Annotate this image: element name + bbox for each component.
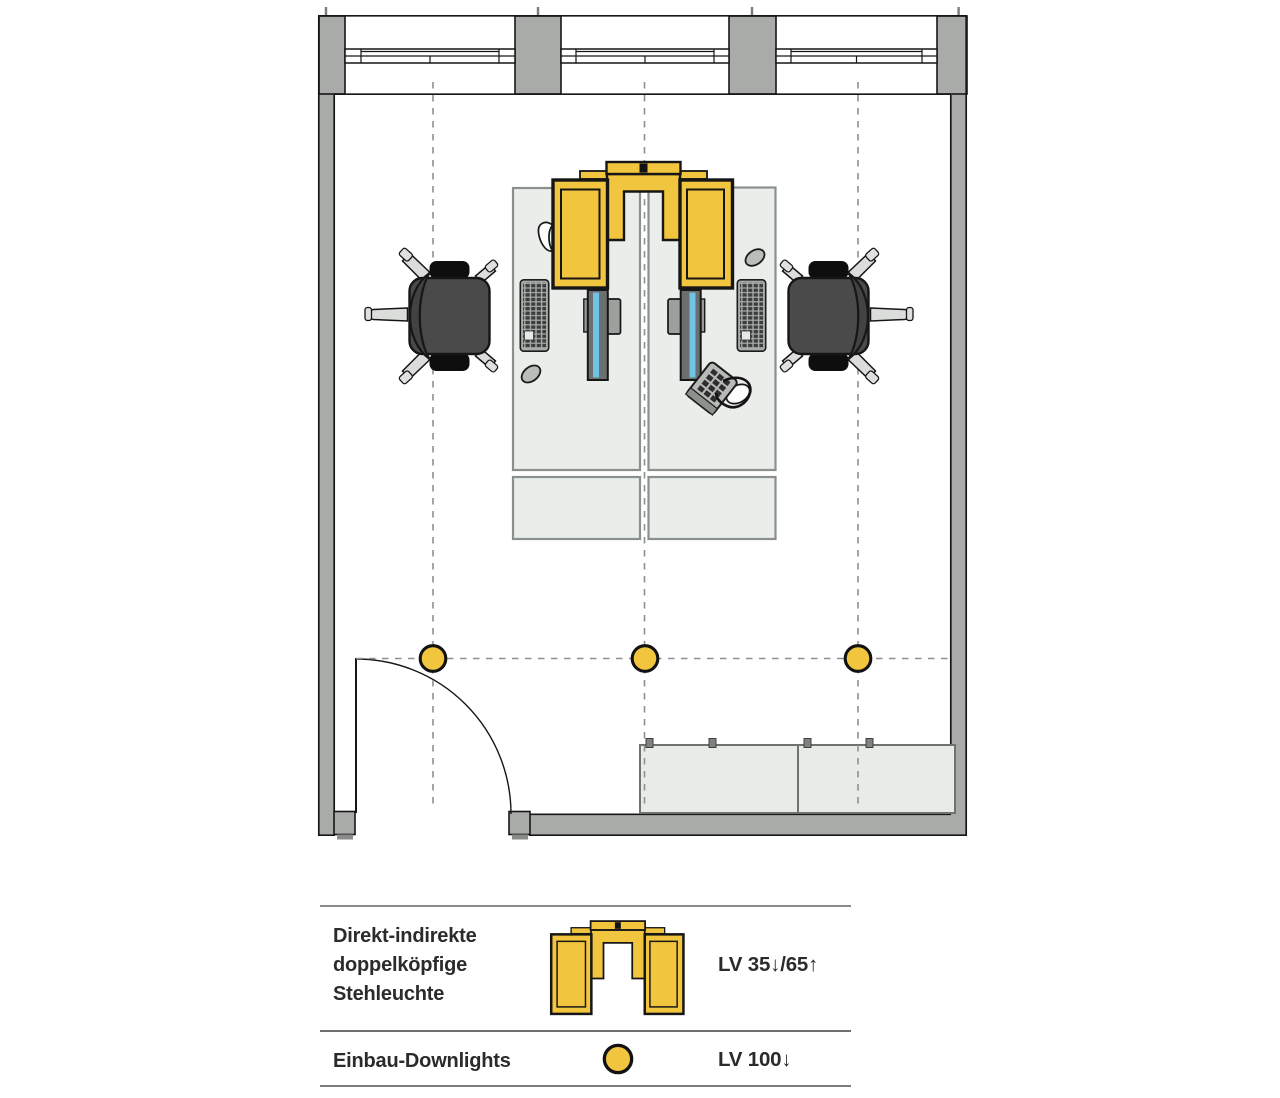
axis-ticks (324, 7, 960, 16)
window-bay-1 (344, 48, 516, 64)
legend-divider-middle (320, 1030, 851, 1033)
cabinet (797, 744, 956, 814)
mouse-left (520, 364, 542, 384)
door-swing-arc (355, 658, 512, 815)
workstations (511, 186, 777, 541)
window-pillar (318, 15, 346, 95)
legend-label-downlights: Einbau-Downlights (333, 1050, 511, 1072)
desk-return-left (511, 475, 642, 541)
desk-return-right (647, 475, 777, 541)
stehleuchte (551, 160, 735, 290)
walls (317, 7, 968, 837)
door-jamb (333, 810, 356, 836)
door-jamb (508, 810, 531, 836)
wall-bottom (529, 813, 967, 836)
cabinet-hinge (645, 738, 654, 748)
phone-keypad (697, 368, 731, 403)
keyboard-right (736, 279, 767, 352)
mouse-right (744, 248, 766, 267)
downlight-3 (843, 644, 873, 673)
window-bay-2 (560, 48, 730, 64)
cabinet (639, 744, 799, 814)
window-pillar (728, 15, 777, 95)
wall-outlines (317, 14, 968, 837)
stehleuchte-legend-icon (549, 919, 685, 1016)
wall-right (951, 16, 967, 836)
cabinet-hinge (803, 738, 812, 748)
door (333, 658, 531, 840)
cabinet-hinge (865, 738, 874, 748)
legend-value-downlights: LV 100↓ (718, 1048, 792, 1071)
downlight-legend-icon (602, 1043, 634, 1075)
chair-left (363, 246, 500, 386)
keyboard-left (519, 279, 550, 352)
telephone (684, 361, 752, 416)
door-stop (512, 834, 528, 840)
phone-front (684, 386, 719, 416)
cabinet-hinge (708, 738, 717, 748)
wall-left (318, 16, 334, 836)
headset (537, 221, 554, 252)
legend: Direkt-indirekte doppelköpfige Stehleuch… (320, 905, 851, 1090)
window-bay-3 (775, 48, 938, 64)
downlight-1 (418, 644, 448, 673)
legend-label-stehleuchte: Direkt-indirekte doppelköpfige Stehleuch… (333, 925, 477, 1005)
door-stop (337, 834, 353, 840)
legend-divider-top (320, 905, 851, 907)
legend-value-stehleuchte: LV 35↓/65↑ (718, 953, 819, 976)
window-pillar (514, 15, 562, 95)
phone-cord (714, 376, 752, 409)
window-pillar (936, 15, 968, 95)
legend-divider-bottom (320, 1085, 851, 1087)
downlight-2 (630, 644, 660, 673)
sideboard (639, 738, 956, 814)
chair-right (778, 246, 915, 386)
